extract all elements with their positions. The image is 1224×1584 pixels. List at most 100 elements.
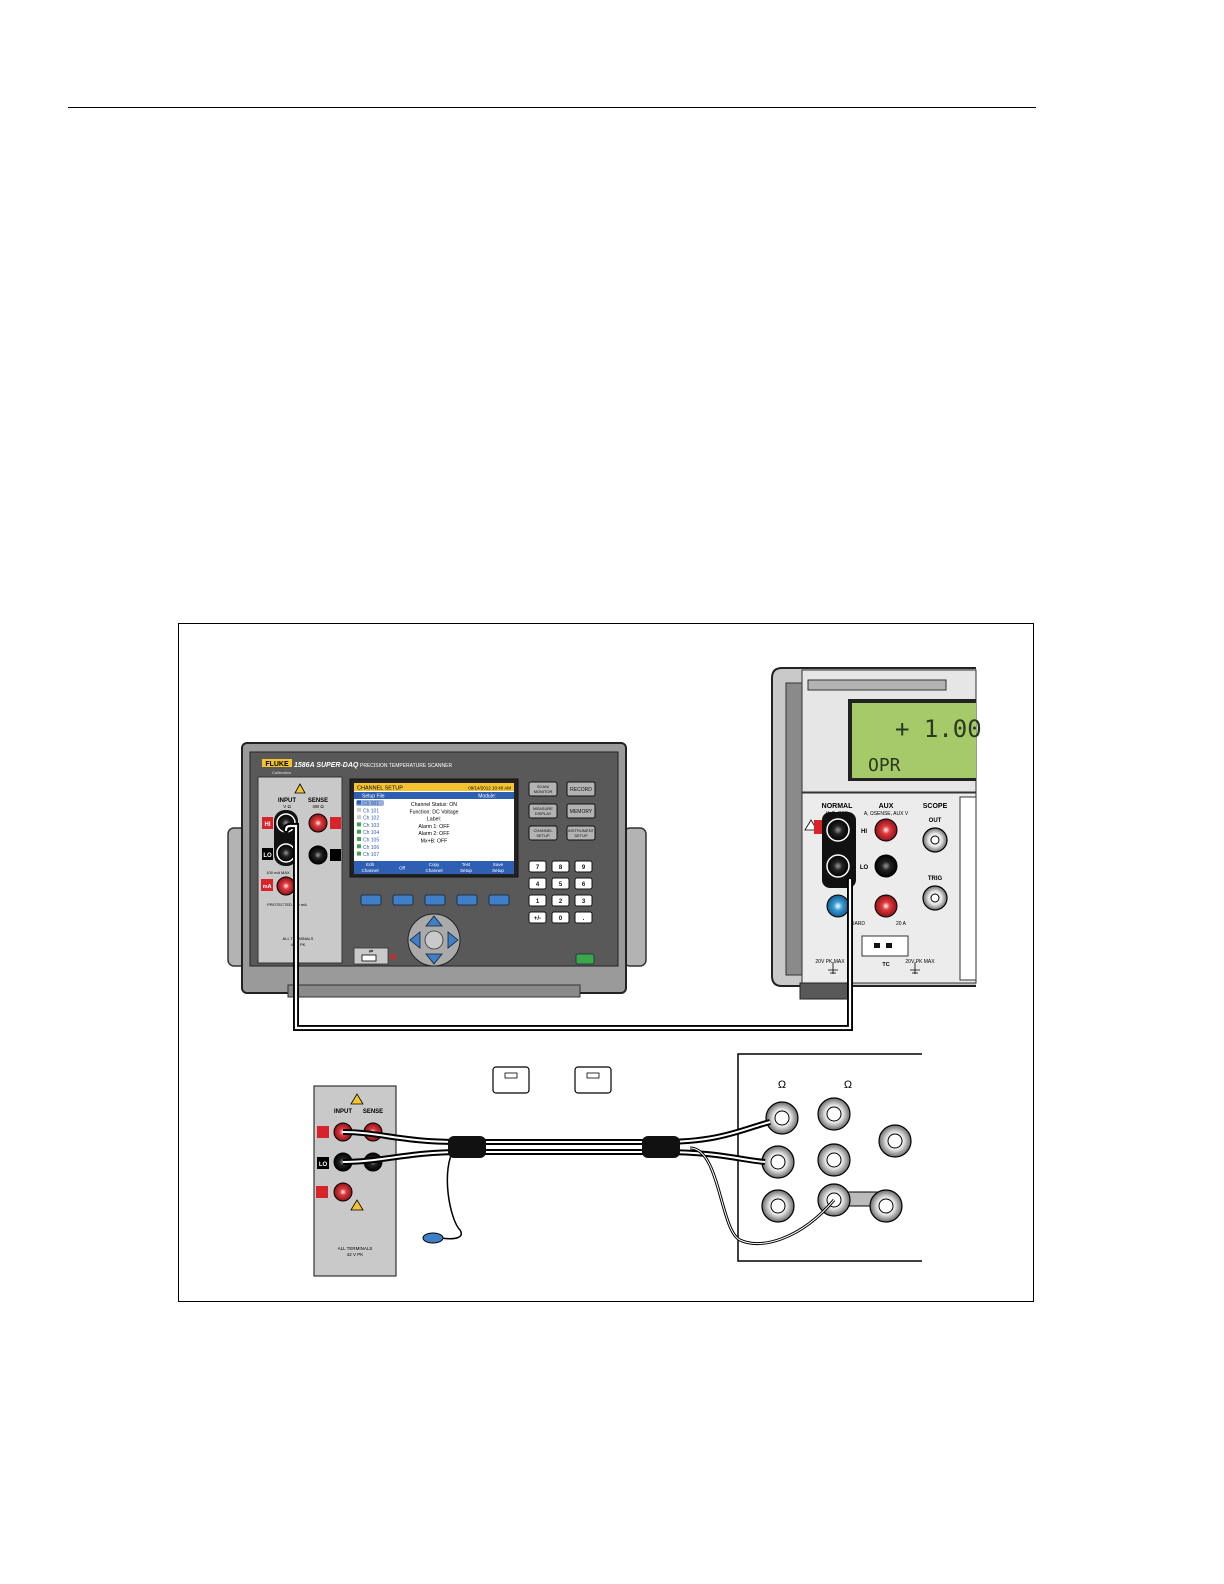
calibrator-hi-label: HI <box>861 829 867 835</box>
lo-label: LO <box>263 853 272 859</box>
tc-pin-1 <box>874 943 880 948</box>
scope-out-bnc-center <box>931 836 939 844</box>
resistor-ohm-label-1: Ω <box>778 1079 786 1091</box>
aux-lo-terminal[interactable] <box>875 855 897 877</box>
channel-list-item[interactable]: Ch 001 <box>363 801 379 807</box>
channel-checkbox[interactable] <box>357 822 361 826</box>
usb-port[interactable] <box>362 955 376 961</box>
scope-out-label: OUT <box>929 818 942 824</box>
detail-lo-label: LO <box>319 1162 328 1168</box>
ma-label: mA <box>263 884 272 890</box>
resistor-post-5-center <box>827 1153 841 1167</box>
channel-checkbox[interactable] <box>357 852 361 856</box>
channel-checkbox[interactable] <box>357 815 361 819</box>
scanner-model: 1586A SUPER-DAQ <box>294 762 359 769</box>
softkey-button[interactable] <box>457 895 477 905</box>
scope-trig-bnc-center <box>931 894 939 902</box>
sense-hi-terminal[interactable] <box>309 814 327 832</box>
side-key-label: RECORD <box>570 787 592 793</box>
calibrator-display-status: OPR <box>868 755 901 776</box>
aux-label: AUX <box>879 803 894 810</box>
softkey-label: Save <box>493 862 504 867</box>
channel-list-item[interactable]: Ch 105 <box>363 838 379 844</box>
calibrator-lo-label: LO <box>860 865 869 871</box>
cable-boot-left <box>448 1136 486 1158</box>
banana-plug-icons <box>493 1067 611 1093</box>
scanner-instrument: FLUKE Calibration 1586A SUPER-DAQ PRECIS… <box>228 743 646 997</box>
banana-plug-icon-2 <box>575 1067 611 1093</box>
power-button[interactable] <box>576 954 594 964</box>
input-sub-label: V Ω <box>283 804 291 809</box>
normal-lo-terminal[interactable] <box>827 855 849 877</box>
detail-ma-terminal[interactable] <box>334 1183 352 1201</box>
channel-list-item[interactable]: Ch 102 <box>363 816 379 822</box>
aux-sub-label: A, ΩSENSE, AUX V <box>864 811 909 817</box>
usb-icon: ⇄ <box>369 949 373 955</box>
normal-label: NORMAL <box>822 803 853 810</box>
channel-list-item[interactable]: Ch 103 <box>363 823 379 829</box>
calibrator-instrument: + 1.00 OPR NORMAL V, Ω, RTD AUX A, ΩSENS… <box>772 668 982 999</box>
detail-sense-label: SENSE <box>363 1109 383 1115</box>
softkey-labels: EditChannelOffCopyChannelTestSetupSaveSe… <box>354 861 514 874</box>
channel-checkbox[interactable] <box>357 830 361 834</box>
scanner-right-handle <box>624 828 646 966</box>
calibrator-foot <box>800 983 850 999</box>
ma-max-label: 100 mA MAX <box>266 870 290 875</box>
fluke-logo-text: FLUKE <box>265 761 289 768</box>
channel-detail-line: Label: <box>427 817 441 823</box>
cable-boot-right <box>642 1136 680 1158</box>
channel-checkbox[interactable] <box>357 844 361 848</box>
channel-checkbox[interactable] <box>357 801 361 805</box>
input-lo-terminal[interactable] <box>277 844 295 862</box>
normal-hi-terminal[interactable] <box>827 819 849 841</box>
channel-checkbox[interactable] <box>357 837 361 841</box>
side-key-label-line2: SETUP <box>574 833 588 838</box>
aux-hi-terminal[interactable] <box>875 819 897 841</box>
resistor-post-6-center <box>771 1199 785 1213</box>
resistor-post-8-center <box>879 1199 893 1213</box>
tc-connector[interactable] <box>862 936 908 956</box>
side-key-label-line2: MONITOR <box>534 789 553 794</box>
usb-led <box>390 954 396 960</box>
channel-list-item[interactable]: Ch 104 <box>363 830 379 836</box>
sense-lo-badge <box>330 849 341 861</box>
tc-label: TC <box>882 962 889 968</box>
sense-lo-terminal[interactable] <box>309 846 327 864</box>
detail-ma-badge <box>316 1186 328 1198</box>
ma-terminal[interactable] <box>277 877 295 895</box>
detail-all-terminals-label: ALL TERMINALS <box>338 1246 373 1251</box>
screen-setup-file: Setup File <box>362 794 385 800</box>
screen-header: CHANNEL SETUP <box>357 786 403 792</box>
channel-list-item[interactable]: Ch 107 <box>363 852 379 858</box>
softkey-button[interactable] <box>361 895 381 905</box>
scope-trig-label: TRIG <box>928 876 943 882</box>
sense-sub-label: 4W Ω <box>312 804 324 809</box>
nav-enter-button[interactable] <box>425 931 443 949</box>
softkey-label: Edit <box>366 862 375 867</box>
screen-datetime: 09/14/2012 10:40 AM <box>468 786 511 791</box>
resistor-post-4-center <box>771 1155 785 1169</box>
scanner-sub-brand: Calibration <box>272 770 291 775</box>
channel-list-item[interactable]: Ch 106 <box>363 845 379 851</box>
softkey-button[interactable] <box>393 895 413 905</box>
calibrator-slot <box>808 680 946 690</box>
channel-list-item[interactable]: Ch 101 <box>363 808 379 814</box>
banana-plug-icon-2-mark <box>587 1073 599 1078</box>
resistor-post-1-center <box>775 1111 789 1125</box>
resistor-post-3-center <box>888 1134 902 1148</box>
softkey-button[interactable] <box>489 895 509 905</box>
guard-terminal[interactable] <box>827 895 849 917</box>
amps-terminal[interactable] <box>875 895 897 917</box>
ground-max-label: 20V PK MAX <box>815 959 845 965</box>
softkey-label: Test <box>462 862 471 867</box>
channel-detail-line: Function: DC Voltage <box>409 809 458 815</box>
amps-label: 20 A <box>896 921 907 927</box>
detail-scanner-terminals: INPUT SENSE LO ALL TERMINALS 42 V PK <box>314 1086 396 1276</box>
softkey-label-line2: Setup <box>492 868 504 873</box>
channel-checkbox[interactable] <box>357 808 361 812</box>
softkey-button[interactable] <box>425 895 445 905</box>
resistor-box: Ω Ω <box>738 1054 922 1261</box>
softkey-label: Off <box>399 866 406 871</box>
banana-plug-icon-1 <box>493 1067 529 1093</box>
